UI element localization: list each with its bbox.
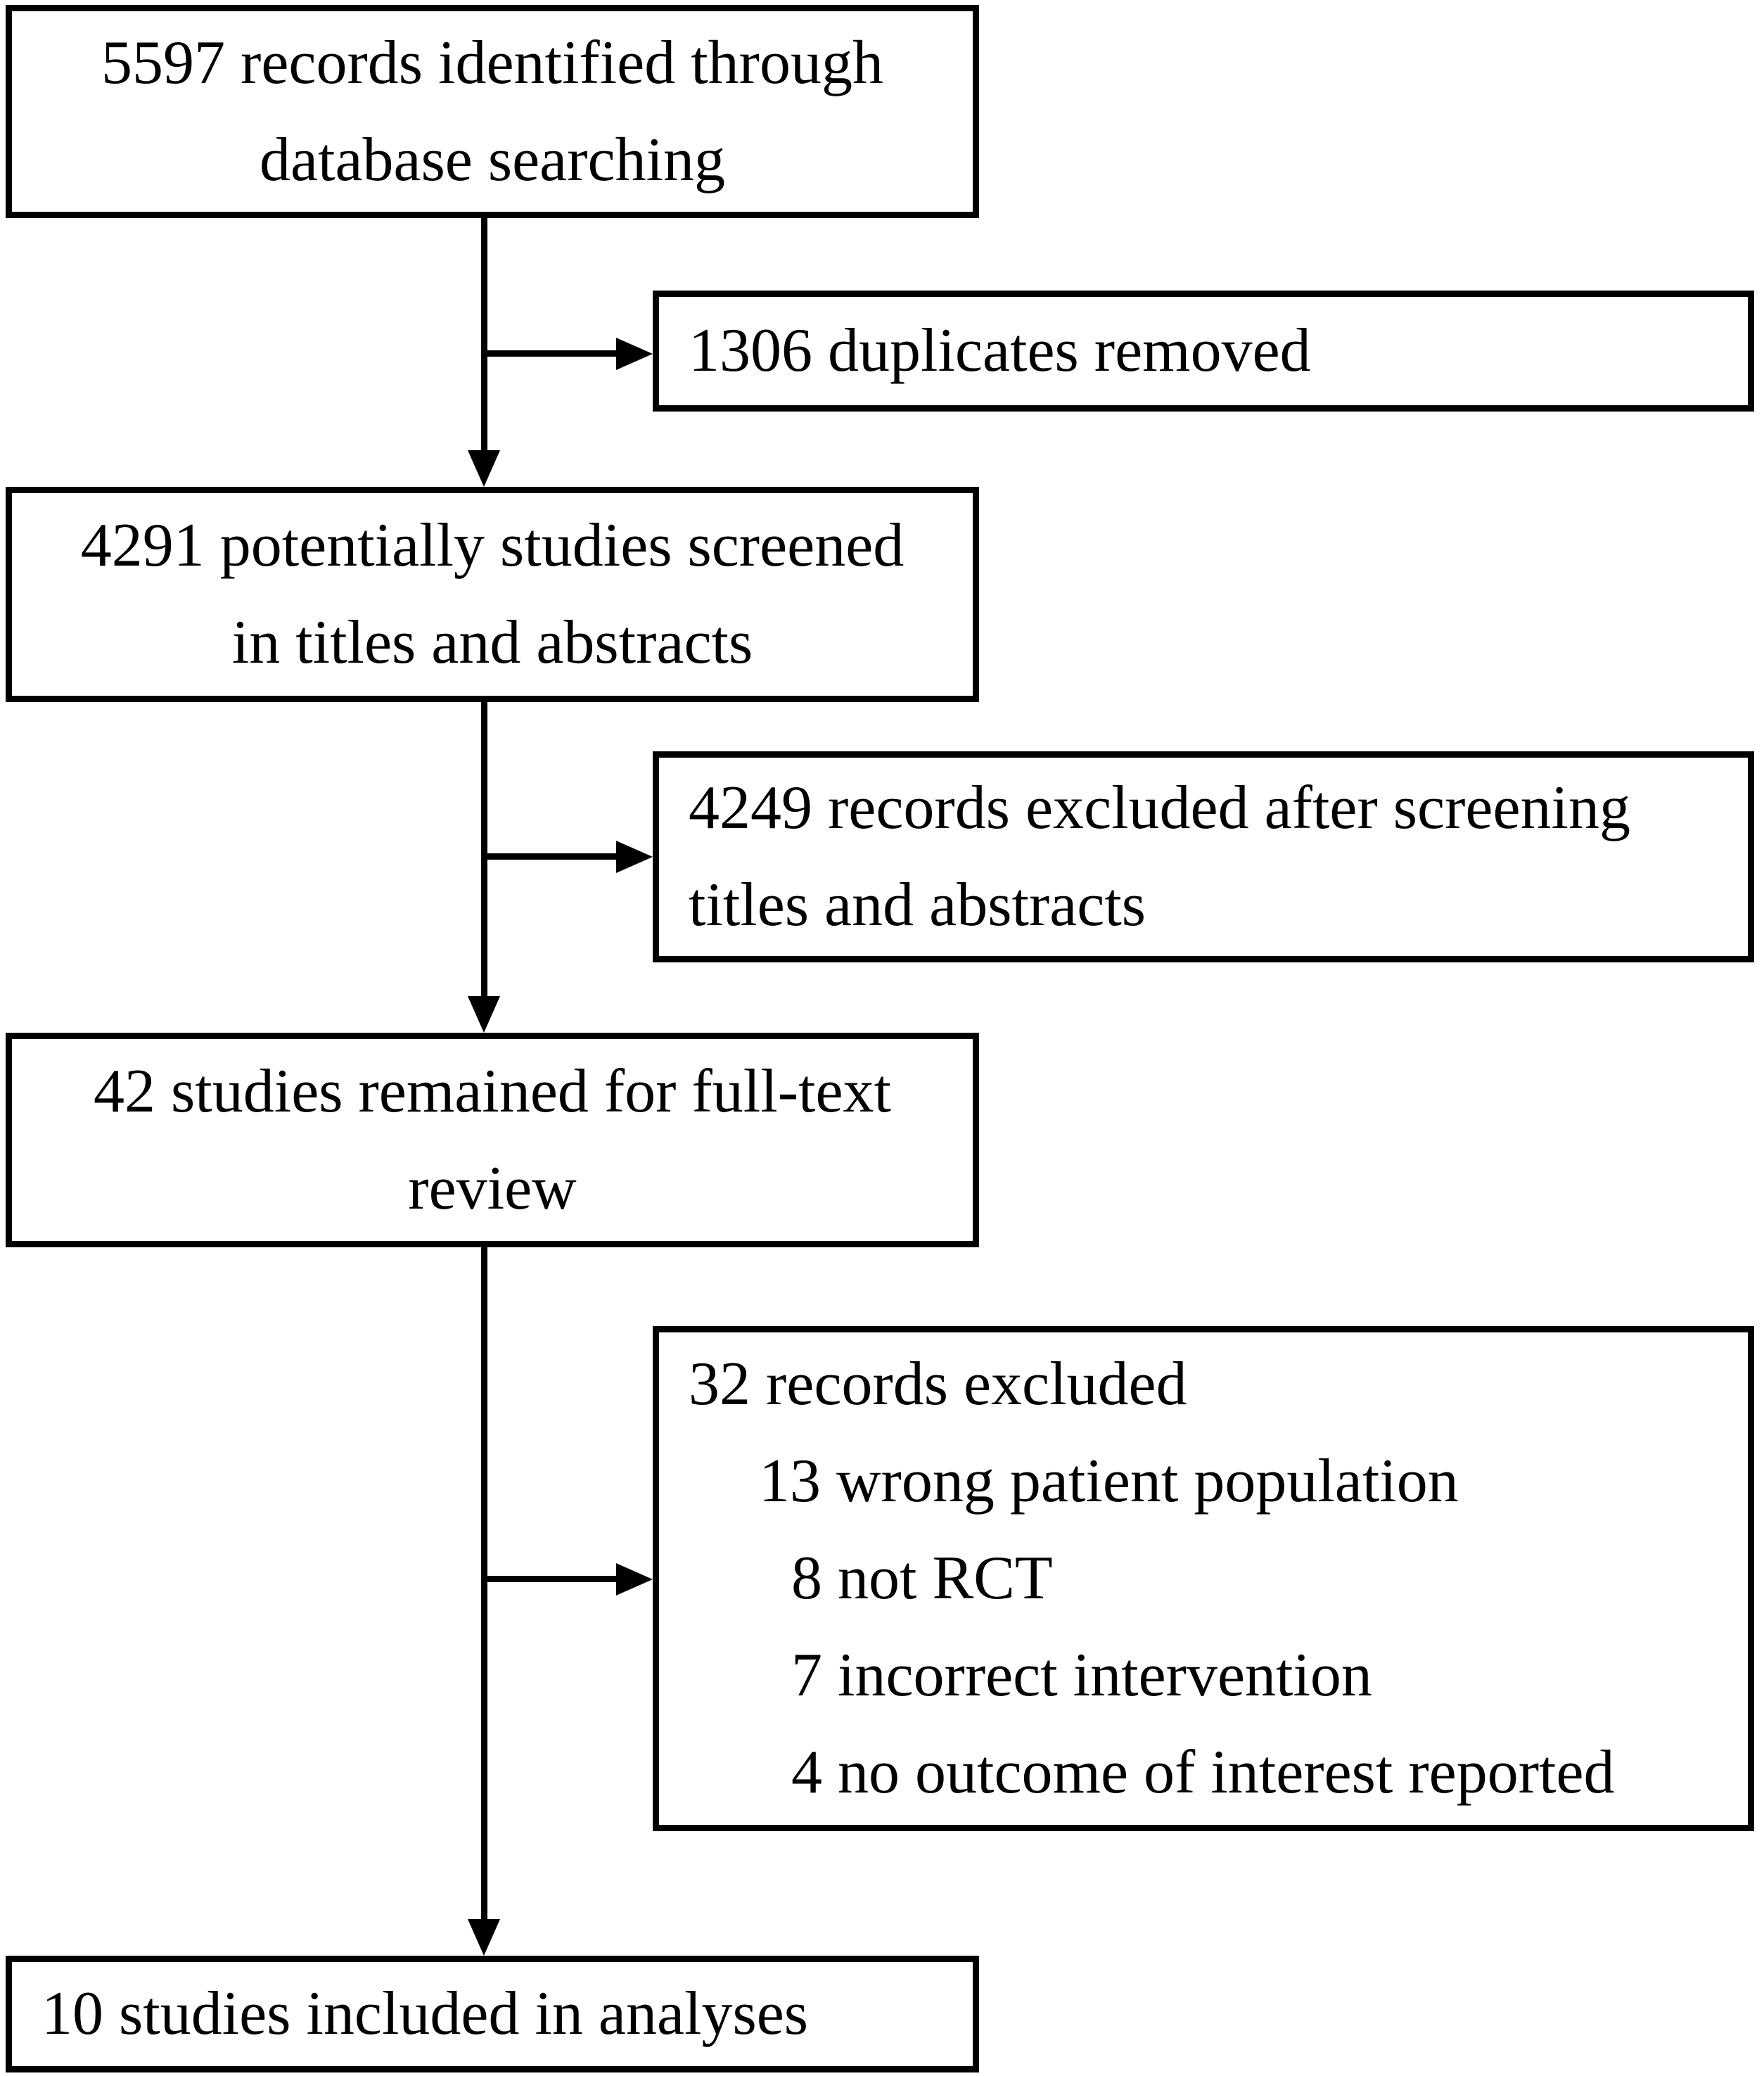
- excluded-reason-no-outcome: 4 no outcome of interest reported: [791, 1738, 1615, 1807]
- box-studies-included: 10 studies included in analyses: [6, 1956, 979, 2072]
- flow-line-identified-to-screened: [481, 218, 487, 454]
- excluded-reason-incorrect-intervention: 7 incorrect intervention: [791, 1641, 1372, 1709]
- excluded-fulltext-title: 32 records excluded: [689, 1350, 1187, 1418]
- box-records-identified: 5597 records identified through database…: [6, 5, 979, 218]
- box-excluded-screening: 4249 records excluded after screening ti…: [653, 751, 1754, 962]
- arrowhead-right-to-duplicates: [616, 338, 653, 370]
- arrowhead-down-to-fulltext: [468, 996, 500, 1033]
- box-studies-screened: 4291 potentially studies screened in tit…: [6, 487, 979, 702]
- flow-line-branch-excluded-screening: [484, 853, 618, 860]
- flow-line-branch-excluded-fulltext: [484, 1576, 618, 1582]
- studies-screened-line1: 4291 potentially studies screened: [80, 511, 905, 580]
- box-excluded-fulltext: 32 records excluded 13 wrong patient pop…: [653, 1326, 1754, 1831]
- records-identified-line1: 5597 records identified through: [101, 28, 883, 97]
- arrowhead-right-to-excluded-screening: [616, 841, 653, 873]
- excluded-screening-line2: titles and abstracts: [689, 871, 1146, 939]
- studies-included-line1: 10 studies included in analyses: [41, 1980, 809, 2048]
- fulltext-review-line1: 42 studies remained for full-text: [94, 1057, 891, 1126]
- arrowhead-down-to-screened: [468, 450, 500, 487]
- records-identified-line2: database searching: [259, 125, 726, 194]
- arrowhead-down-to-included: [468, 1919, 500, 1956]
- arrowhead-right-to-excluded-fulltext: [616, 1563, 653, 1596]
- box-fulltext-review: 42 studies remained for full-text review: [6, 1033, 979, 1247]
- fulltext-review-line2: review: [408, 1154, 577, 1223]
- excluded-reason-wrong-population: 13 wrong patient population: [759, 1447, 1459, 1515]
- studies-screened-line2: in titles and abstracts: [231, 609, 753, 677]
- duplicates-removed-line1: 1306 duplicates removed: [689, 317, 1311, 385]
- excluded-reason-not-rct: 8 not RCT: [791, 1544, 1053, 1612]
- excluded-screening-line1: 4249 records excluded after screening: [689, 774, 1630, 842]
- flow-line-branch-duplicates: [484, 350, 618, 357]
- box-duplicates-removed: 1306 duplicates removed: [653, 291, 1754, 412]
- flow-line-fulltext-to-included: [481, 1247, 487, 1923]
